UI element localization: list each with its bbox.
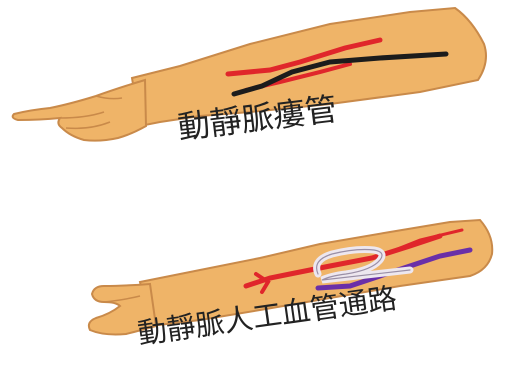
av-graft-figure: 動靜脈人工血管通路 (0, 190, 516, 387)
av-graft-arm-illustration (0, 190, 516, 387)
av-fistula-figure: 動靜脈瘻管 (0, 0, 516, 190)
av-fistula-arm-illustration (0, 0, 516, 190)
hand-shape (13, 80, 146, 141)
